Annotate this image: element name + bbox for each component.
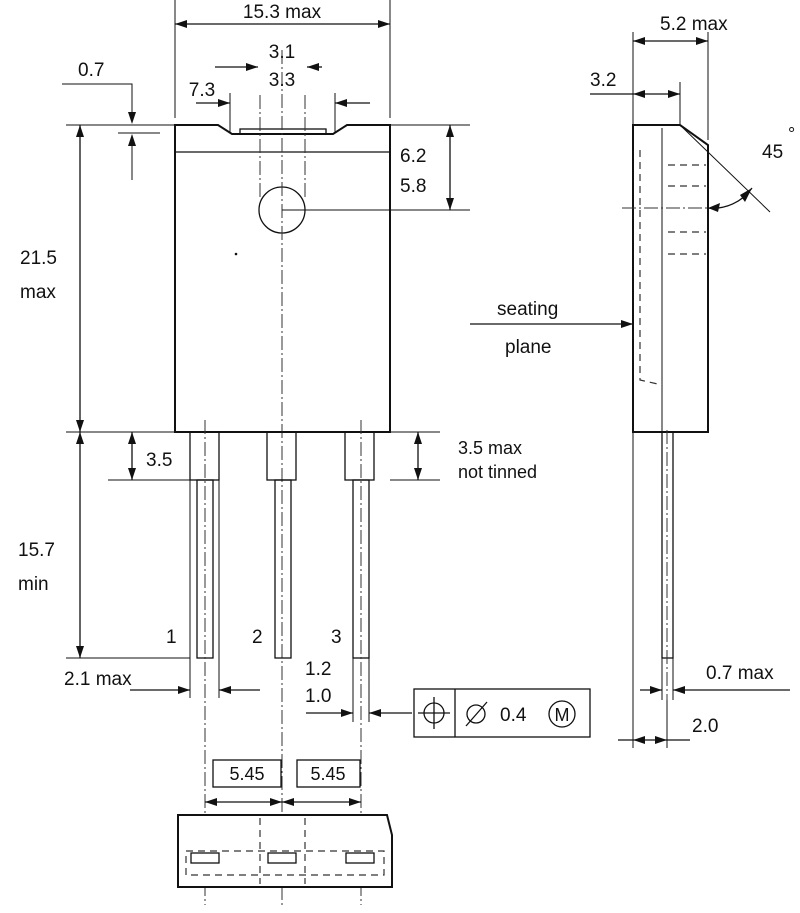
pitch-right-label: 5.45	[310, 764, 345, 784]
dim-5-8-label: 5.8	[400, 176, 426, 197]
angle-unit-label: °	[788, 124, 795, 144]
tolerance-modifier-label: M	[555, 705, 570, 725]
tolerance-value-label: 0.4	[500, 705, 527, 726]
seating-line1-label: seating	[497, 299, 558, 320]
dim-3-3-label: 3.3	[269, 70, 295, 91]
dim-1-0-label: 1.0	[305, 686, 331, 707]
height-suffix-label: max	[20, 282, 56, 303]
dim-3-1-label: 3.1	[269, 42, 295, 63]
dim-2-0-label: 2.0	[692, 716, 718, 737]
front-view: 15.3 max 3.1 3.3 7.3 0.7	[18, 0, 591, 905]
not-tinned-value-label: 3.5 max	[458, 438, 522, 458]
dim-3-2-label: 3.2	[590, 70, 616, 91]
lead-width-max-label: 2.1 max	[64, 669, 132, 690]
lead-1-section	[190, 852, 220, 864]
lead-thickness-max-label: 0.7 max	[706, 663, 774, 684]
diameter-icon	[466, 704, 486, 724]
side-view: 5.2 max 3.2 45 ° seating plane	[470, 14, 795, 748]
pin-2-label: 2	[252, 627, 263, 648]
mmc-modifier-icon	[548, 700, 576, 728]
dim-1-2-label: 1.2	[305, 659, 331, 680]
seating-line2-label: plane	[505, 337, 552, 358]
dim-0-7-label: 0.7	[78, 60, 104, 81]
thickness-max-label: 5.2 max	[660, 14, 728, 35]
lead-length-value-label: 15.7	[18, 540, 55, 561]
tab-slot	[239, 128, 327, 135]
height-value-label: 21.5	[20, 248, 57, 269]
pitch-left-label: 5.45	[229, 764, 264, 784]
width-max-label: 15.3 max	[243, 2, 322, 23]
angle-label: 45	[762, 142, 783, 163]
position-tolerance-frame: 0.4 M	[413, 688, 591, 738]
side-view-body	[632, 124, 709, 433]
not-tinned-text-label: not tinned	[458, 462, 537, 482]
pin-3-label: 3	[331, 627, 342, 648]
dim-6-2-label: 6.2	[400, 146, 426, 167]
lead-root-label: 3.5	[146, 450, 172, 471]
dim-7-3-label: 7.3	[189, 80, 215, 101]
lead-length-suffix-label: min	[18, 574, 49, 595]
lead-2	[274, 479, 292, 659]
lead-3-root	[344, 431, 375, 481]
lead-3-section	[345, 852, 375, 864]
pin-1-label: 1	[166, 627, 177, 648]
lead-2-section	[267, 852, 297, 864]
bottom-view: 5.45 5.45	[177, 759, 393, 888]
